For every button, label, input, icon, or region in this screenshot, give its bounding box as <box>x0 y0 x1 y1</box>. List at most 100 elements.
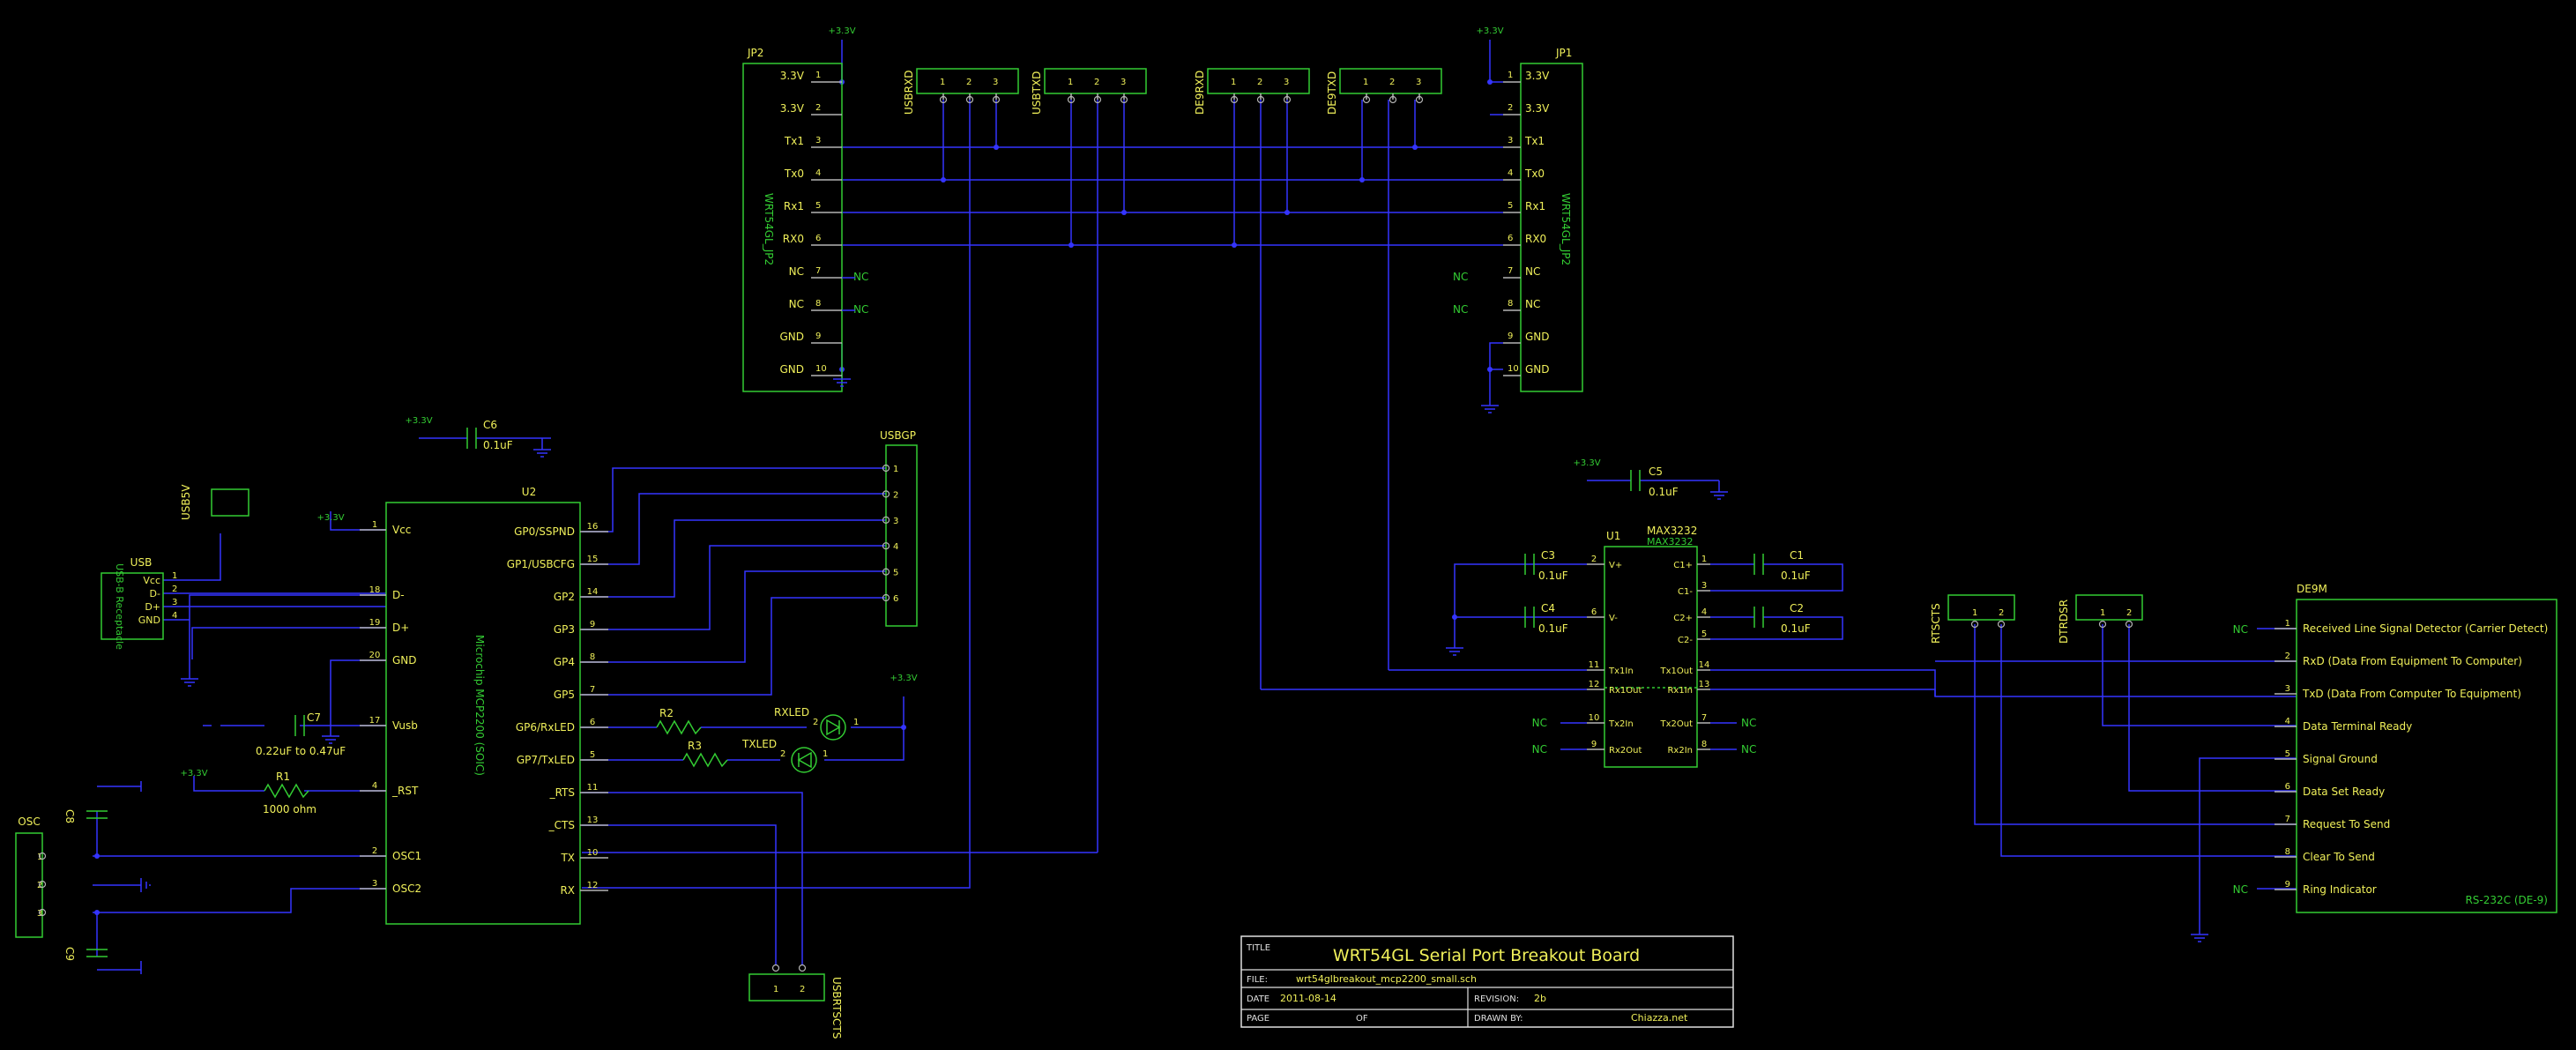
power-label: +3.3V <box>316 513 344 523</box>
c6-ref: C6 <box>483 419 497 431</box>
usbgp-pin-ring <box>882 516 890 524</box>
u1-left-pin-number: 9 <box>1591 740 1597 749</box>
c8-ref: C8 <box>63 809 76 823</box>
u1-right-pin-label: C2+ <box>1673 614 1693 623</box>
usbgp-pin-number: 5 <box>893 569 898 578</box>
date-value: 2011-08-14 <box>1280 993 1336 1004</box>
u2-right-pin-label: GP3 <box>554 623 575 636</box>
de9m-pin-label: TxD (Data From Computer To Equipment) <box>2302 688 2521 700</box>
u2-right-pin-number: 9 <box>590 620 595 629</box>
osc-ref: OSC <box>18 815 40 828</box>
jumper-pin-ring <box>965 95 974 104</box>
usbgp-pin-ring <box>882 593 890 602</box>
u1-left-pin-label: V+ <box>1609 561 1622 570</box>
jp1-ref: JP1 <box>1555 47 1572 59</box>
u2-left-pin-number: 17 <box>369 716 381 726</box>
r3-ref: R3 <box>688 740 702 752</box>
jumper-pin-number: 3 <box>1416 78 1421 87</box>
u2-left-pin-label: D- <box>392 589 405 601</box>
c5-value: 0.1uF <box>1649 486 1679 498</box>
file-label: FILE: <box>1247 975 1268 985</box>
jp1-pin-number: 5 <box>1508 201 1513 211</box>
u2-left-pin-number: 3 <box>372 879 377 889</box>
capacitor-symbols <box>86 428 1764 957</box>
u2-left-pin-label: Vusb <box>392 719 418 732</box>
usb-pin-number: 2 <box>172 585 177 594</box>
jp1-pin-label: Rx1 <box>1525 200 1545 212</box>
u1-left-pin-number: 10 <box>1589 713 1600 723</box>
led-symbols <box>791 714 846 773</box>
c5-ref: C5 <box>1649 465 1663 478</box>
r2-ref: R2 <box>659 707 674 719</box>
de9m-outline <box>2296 599 2557 913</box>
jp2-pin-label: 3.3V <box>780 102 805 115</box>
usb-value: USB-B Receptacle <box>114 563 125 650</box>
de9m-pin-label: Request To Send <box>2303 818 2390 830</box>
rxled-ref: RXLED <box>774 706 809 719</box>
drawn-by-value: Chiazza.net <box>1631 1012 1688 1024</box>
jumper-pin-number: 2 <box>1257 78 1262 87</box>
jp2-ref: JP2 <box>747 47 763 59</box>
usbrxd-outline <box>916 68 1019 94</box>
u2-right-pin-label: GP2 <box>554 591 575 603</box>
jp2-value: WRT54GL_JP2 <box>763 193 775 265</box>
de9m-value: RS-232C (DE-9) <box>2465 894 2548 906</box>
u1-right-pin-label: Rx1In <box>1667 686 1693 696</box>
usb-pin-number: 3 <box>172 598 177 607</box>
usb-outline <box>101 572 164 640</box>
de9m-nc-1: NC <box>2233 623 2248 636</box>
u2-left-pin-label: OSC2 <box>392 882 421 895</box>
de9m-pin-number: 4 <box>2285 717 2290 726</box>
c1-ref: C1 <box>1790 549 1804 562</box>
jumper-pin-number: 1 <box>1231 78 1236 87</box>
de9m-pin-number: 6 <box>2285 782 2290 792</box>
usbgp-pin-number: 2 <box>893 490 898 500</box>
revision-value: 2b <box>1534 993 1546 1004</box>
jumper-pin-ring <box>1067 95 1076 104</box>
u1-right-pin-number: 13 <box>1699 680 1710 689</box>
junctions <box>94 79 1493 915</box>
u2-left-pin-label: _RST <box>391 785 419 797</box>
jp2-nc-7: NC <box>853 271 868 283</box>
u1-right-pin-number: 1 <box>1701 555 1707 564</box>
jp2-pin-label: GND <box>779 331 804 343</box>
usbgp-pin-ring <box>882 542 890 550</box>
jumper-pin-ring <box>1093 95 1102 104</box>
jumper-name: DE9RXD <box>1194 71 1206 115</box>
usbrtscts-pin-number: 1 <box>773 985 778 994</box>
de9m-pin-number: 7 <box>2285 815 2290 824</box>
u1-right-pin-number: 5 <box>1701 629 1707 639</box>
revision-label: REVISION: <box>1474 994 1519 1004</box>
jumper-pin-ring <box>939 95 948 104</box>
u2-right-pin-label: GP1/USBCFG <box>507 558 575 570</box>
u1-right-pin-number: 3 <box>1701 581 1707 591</box>
u2-right-pin-number: 5 <box>590 750 595 760</box>
u2-right-pin-number: 10 <box>587 848 599 858</box>
u1-left-pin-label: Rx1Out <box>1609 686 1642 696</box>
de9m-pin-label: Data Terminal Ready <box>2303 720 2412 733</box>
c6-value: 0.1uF <box>483 439 513 451</box>
jp2-pin-number: 8 <box>815 299 821 309</box>
wires <box>93 40 2297 965</box>
usb-pin-number: 4 <box>172 611 177 621</box>
u2-right-pin-label: RX <box>560 884 575 897</box>
usbgp-outline <box>885 444 918 627</box>
jumper-pin-ring <box>1230 95 1239 104</box>
u1-left-pin-label: Rx2Out <box>1609 746 1642 756</box>
jp1-pin-label: 3.3V <box>1525 70 1550 82</box>
jp1-value: WRT54GL_JP2 <box>1560 193 1572 265</box>
part-outlines <box>15 63 2557 1002</box>
u1-left-pin-number: 12 <box>1589 680 1600 689</box>
jp1-pin-label: GND <box>1525 331 1550 343</box>
usbgp-pin-number: 1 <box>893 465 898 474</box>
jumper-pin-ring <box>1120 95 1128 104</box>
usbtxd-outline <box>1044 68 1147 94</box>
usb-pin-label: Vcc <box>143 575 160 586</box>
de9m-nc-9: NC <box>2233 883 2248 896</box>
power-label: +3.3V <box>405 416 432 426</box>
jp1-pin-number: 8 <box>1508 299 1513 309</box>
u2-right-pin-number: 15 <box>587 555 599 564</box>
jumper-pin-ring <box>1389 95 1397 104</box>
jp1-pin-label: GND <box>1525 363 1550 376</box>
